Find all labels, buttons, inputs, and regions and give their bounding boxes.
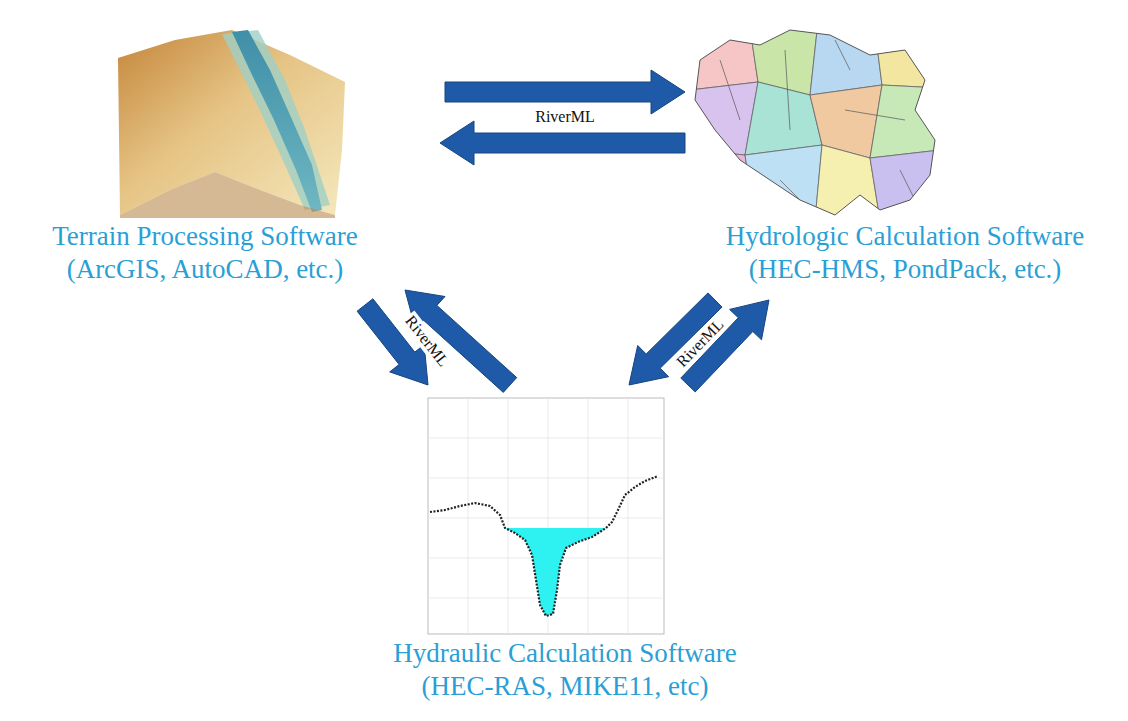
illustration-part <box>695 30 935 215</box>
illustration-part <box>835 40 850 70</box>
node-caption: Hydraulic Calculation Software (HEC-RAS,… <box>355 637 775 703</box>
illustration-part <box>815 145 880 220</box>
illustration-part <box>875 25 940 88</box>
illustration-part <box>900 170 915 200</box>
node-caption: Hydrologic Calculation Software (HEC-HMS… <box>695 220 1115 286</box>
connector-label: RiverML <box>533 108 597 126</box>
illustration-part <box>745 82 822 155</box>
illustration-part <box>628 398 629 634</box>
illustration-part <box>428 398 664 634</box>
illustration-part <box>845 110 905 120</box>
block-arrow <box>440 121 685 165</box>
illustration-part <box>870 85 940 158</box>
illustration-part <box>468 398 469 634</box>
illustration-part <box>428 518 664 519</box>
illustration-part <box>690 150 755 220</box>
illustration-part <box>428 398 664 634</box>
illustration-part <box>508 398 509 634</box>
illustration-part <box>120 172 335 218</box>
illustration-part <box>745 145 822 220</box>
illustration-part <box>690 22 940 220</box>
illustration-part <box>588 398 589 634</box>
illustration-part <box>428 478 664 479</box>
node-caption: Terrain Processing Software (ArcGIS, Aut… <box>25 220 385 286</box>
illustration-part <box>720 60 740 120</box>
illustration-part <box>810 22 882 95</box>
illustration-part <box>430 476 658 616</box>
illustration-part <box>428 438 664 439</box>
software-node: Terrain Processing Software (ArcGIS, Aut… <box>5 25 405 305</box>
watershed-map <box>690 22 940 220</box>
cross-section-chart <box>428 398 664 634</box>
terrain-illustration <box>118 30 345 218</box>
illustration-part <box>690 25 758 90</box>
illustration-part <box>780 180 800 200</box>
illustration-part <box>785 50 790 130</box>
software-node: Hydrologic Calculation Software (HEC-HMS… <box>685 25 1125 300</box>
software-node: Hydraulic Calculation Software (HEC-RAS,… <box>335 385 795 715</box>
